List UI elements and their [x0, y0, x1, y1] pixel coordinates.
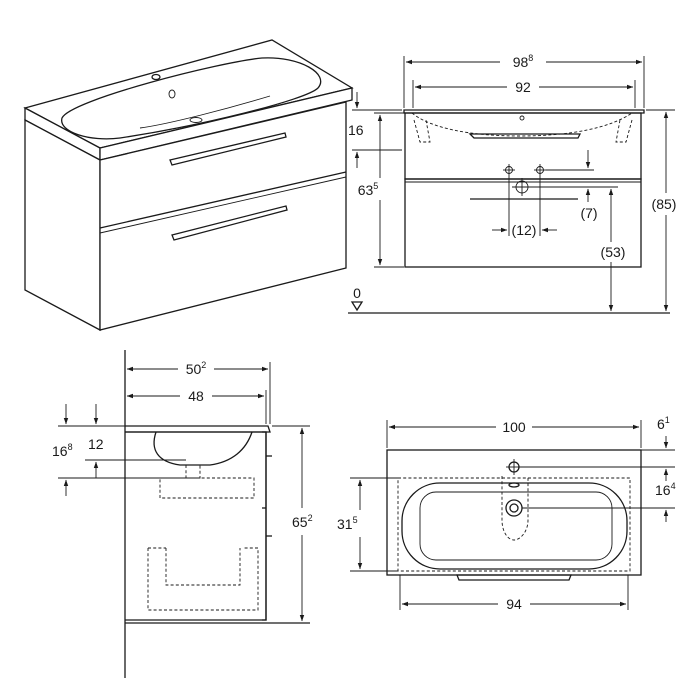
- front-hidden-basin: [411, 112, 633, 137]
- overflow-hole: [168, 89, 176, 99]
- top-overflow-slot: [508, 482, 520, 488]
- dim-basin-width: 92: [515, 79, 531, 95]
- dim-tap-offset: 61: [657, 415, 670, 432]
- basin-inner-curve: [139, 95, 271, 129]
- front-drain-mark: [519, 115, 525, 121]
- front-view: 988 92 16 635 (85) (53) (7): [348, 51, 677, 314]
- siphon-crosshairs: [503, 164, 546, 196]
- dim-total-width: 988: [513, 53, 534, 70]
- front-countertop: [403, 109, 645, 114]
- front-upper-drawer: [404, 112, 642, 180]
- perspective-view: [23, 39, 354, 332]
- side-basin-profile: [153, 431, 253, 466]
- dim-depth-total: 502: [186, 360, 207, 377]
- dim-siphon-spacing: (12): [512, 222, 537, 238]
- dim-bowl-depth: 12: [88, 436, 104, 452]
- drawer-divider-gap: [99, 176, 347, 234]
- front-hidden-bracket-left: [413, 119, 431, 143]
- dim-floor-level: 0: [353, 285, 361, 301]
- floor-level-symbol: [350, 301, 364, 312]
- front-hidden-bracket-right: [615, 119, 633, 143]
- drawer-handle-lower: [171, 205, 288, 241]
- basin-bowl: [61, 57, 322, 140]
- side-view: 502 48 168 12 652: [52, 350, 313, 678]
- dim-basin-depth: 168: [52, 442, 73, 459]
- top-basin-inner: [419, 491, 613, 561]
- side-hidden-lower-drawer: [147, 547, 259, 611]
- dim-siphon-offset: (7): [580, 205, 597, 221]
- dim-inner-width: 94: [506, 596, 522, 612]
- side-hidden-lower-inner: [165, 548, 241, 586]
- tap-hole: [151, 73, 161, 81]
- top-drain-outer: [505, 499, 523, 517]
- countertop-front-edge: [99, 87, 353, 161]
- dim-body-height: 635: [358, 181, 379, 198]
- side-hidden-drain: [185, 465, 201, 479]
- dim-top-bowl-depth: 315: [337, 515, 358, 532]
- dim-drain-height: (53): [601, 244, 626, 260]
- cabinet-front: [99, 101, 347, 331]
- dim-total-height: (85): [652, 196, 677, 212]
- front-lower-drawer: [404, 178, 642, 268]
- top-view: 100 61 164 315 94: [337, 415, 676, 612]
- top-drain-inner: [509, 503, 519, 513]
- dim-side-height: 652: [292, 513, 313, 530]
- side-door-front: [262, 431, 267, 621]
- side-countertop: [125, 425, 271, 433]
- dim-top-thickness: 16: [348, 122, 364, 138]
- dim-drain-offset: 164: [655, 481, 676, 498]
- top-hidden-overflow: [501, 476, 529, 541]
- dim-depth-body: 48: [188, 388, 204, 404]
- top-hidden-cabinet: [397, 477, 631, 572]
- drawer-handle-upper: [169, 132, 287, 166]
- drain-hole: [189, 117, 203, 123]
- dim-top-width: 100: [502, 419, 526, 435]
- top-drawer-handle: [456, 574, 572, 581]
- drawer-divider: [99, 171, 347, 229]
- side-hidden-upper-drawer: [159, 477, 255, 499]
- front-upper-handle: [468, 133, 582, 139]
- top-basin-outer: [401, 482, 628, 570]
